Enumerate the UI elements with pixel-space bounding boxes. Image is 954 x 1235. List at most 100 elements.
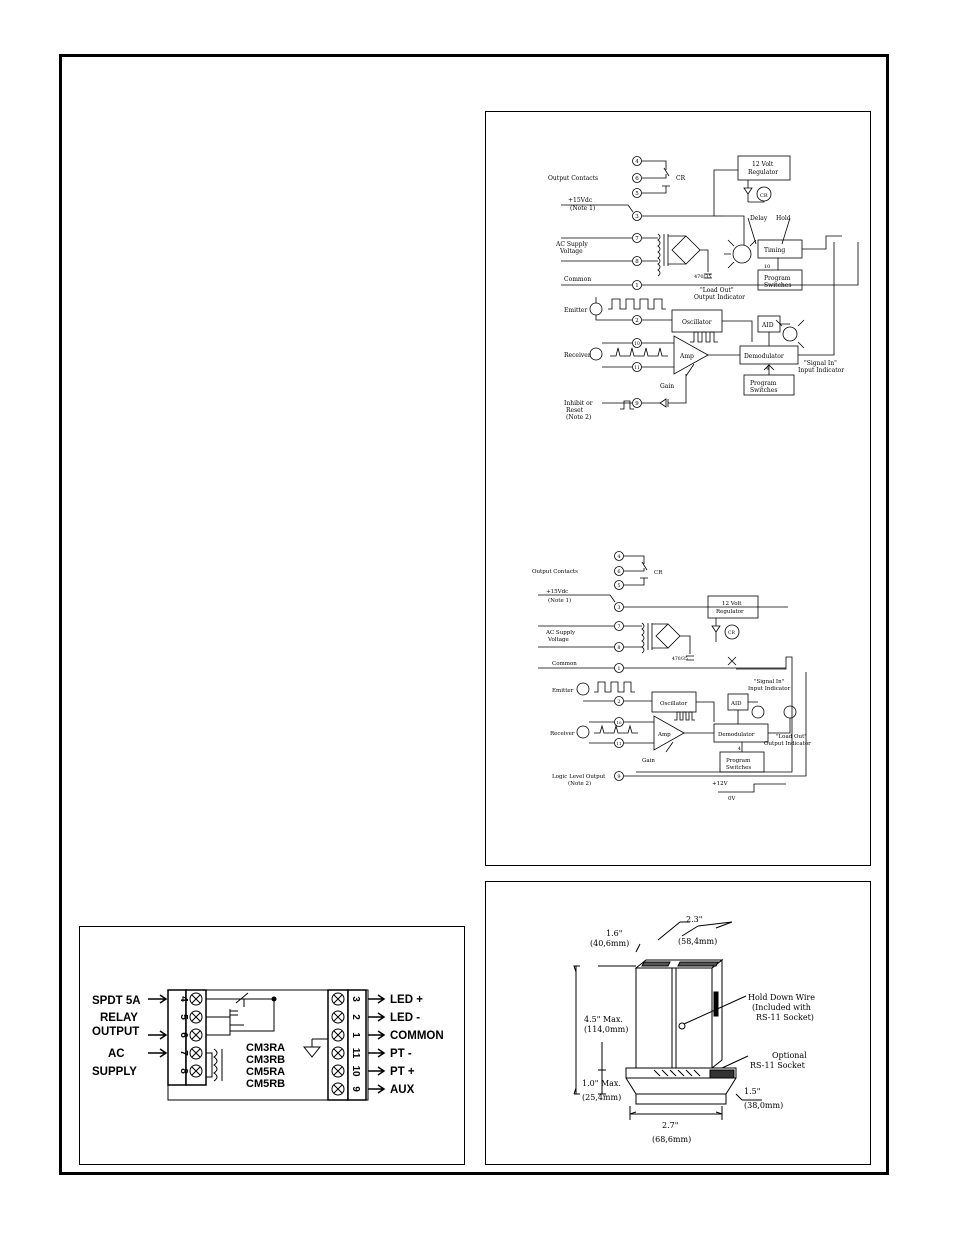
label-optional-socket: Optional bbox=[772, 1051, 807, 1060]
svg-text:Inhibit or: Inhibit or bbox=[564, 400, 593, 407]
svg-text:12 Volt: 12 Volt bbox=[752, 161, 774, 168]
svg-text:(114,0mm): (114,0mm) bbox=[584, 1025, 628, 1034]
svg-text:Switches: Switches bbox=[750, 387, 777, 394]
svg-text:Program: Program bbox=[764, 275, 791, 282]
dim-base-width: 2.7" bbox=[662, 1121, 678, 1130]
svg-text:4: 4 bbox=[635, 159, 639, 165]
label-relay: RELAY bbox=[100, 1012, 138, 1024]
svg-text:8: 8 bbox=[178, 1068, 189, 1074]
svg-text:1: 1 bbox=[635, 283, 639, 289]
svg-text:(Note 1): (Note 1) bbox=[570, 205, 595, 212]
svg-text:6: 6 bbox=[178, 1032, 189, 1038]
svg-text:Receiver: Receiver bbox=[564, 352, 591, 359]
label-supply: SUPPLY bbox=[92, 1066, 137, 1078]
svg-text:Emitter: Emitter bbox=[552, 688, 574, 694]
svg-text:(68,6mm): (68,6mm) bbox=[652, 1135, 691, 1144]
svg-text:(38,0mm): (38,0mm) bbox=[744, 1101, 783, 1110]
svg-text:4: 4 bbox=[617, 554, 620, 560]
svg-text:7: 7 bbox=[178, 1050, 189, 1056]
svg-text:+15Vdc: +15Vdc bbox=[568, 197, 593, 204]
svg-text:Emitter: Emitter bbox=[564, 307, 587, 314]
svg-text:(25,4mm): (25,4mm) bbox=[582, 1093, 621, 1102]
svg-text:9: 9 bbox=[635, 401, 639, 407]
svg-text:10: 10 bbox=[764, 264, 770, 270]
dim-socket-depth: 1.5" bbox=[744, 1087, 760, 1096]
svg-text:CR: CR bbox=[760, 193, 768, 199]
svg-text:AID: AID bbox=[730, 701, 742, 707]
label-led-minus: LED - bbox=[390, 1012, 420, 1024]
label-led-plus: LED + bbox=[390, 994, 423, 1006]
model-cm5ra: CM5RA bbox=[246, 1066, 285, 1078]
svg-text:"Signal In": "Signal In" bbox=[804, 360, 837, 367]
svg-text:Receiver: Receiver bbox=[550, 731, 575, 737]
label-aux: AUX bbox=[390, 1084, 415, 1096]
label-common: COMMON bbox=[390, 1030, 444, 1042]
svg-text:4: 4 bbox=[178, 996, 189, 1002]
svg-text:2: 2 bbox=[617, 699, 620, 705]
svg-text:(Note 1): (Note 1) bbox=[548, 597, 571, 604]
dim-height: 4.5" Max. bbox=[584, 1015, 623, 1024]
label-pt-minus: PT - bbox=[390, 1048, 412, 1060]
svg-text:Program: Program bbox=[750, 380, 777, 387]
svg-text:12 Volt: 12 Volt bbox=[722, 601, 742, 607]
svg-text:3: 3 bbox=[350, 996, 361, 1002]
svg-text:Output Indicator: Output Indicator bbox=[764, 741, 811, 747]
svg-text:Amp: Amp bbox=[679, 353, 694, 360]
svg-text:Timing: Timing bbox=[764, 247, 785, 254]
svg-text:10: 10 bbox=[350, 1065, 361, 1077]
svg-text:AC Supply: AC Supply bbox=[545, 630, 576, 636]
pin-4 bbox=[632, 156, 642, 166]
svg-text:1: 1 bbox=[350, 1032, 361, 1038]
svg-text:Switches: Switches bbox=[764, 282, 791, 289]
svg-text:Oscillator: Oscillator bbox=[682, 319, 712, 326]
svg-text:7: 7 bbox=[617, 624, 620, 630]
label-pt-plus: PT + bbox=[390, 1066, 415, 1078]
svg-text:(Note 2): (Note 2) bbox=[566, 414, 591, 421]
svg-text:9: 9 bbox=[617, 774, 620, 780]
svg-text:3: 3 bbox=[617, 605, 620, 611]
svg-text:RS-11 Socket): RS-11 Socket) bbox=[756, 1013, 814, 1022]
amp-triangle-2 bbox=[653, 715, 685, 751]
svg-text:Common: Common bbox=[564, 276, 591, 283]
page-border bbox=[59, 54, 889, 1175]
label-output: OUTPUT bbox=[92, 1026, 139, 1038]
svg-text:AC Supply: AC Supply bbox=[555, 241, 588, 248]
label-spdt: SPDT 5A bbox=[92, 995, 141, 1007]
svg-text:7: 7 bbox=[635, 236, 639, 242]
svg-text:6: 6 bbox=[635, 176, 639, 182]
svg-text:AID: AID bbox=[761, 322, 774, 329]
svg-text:470/35: 470/35 bbox=[672, 656, 688, 662]
svg-text:Reset: Reset bbox=[566, 407, 584, 414]
svg-text:Demodulator: Demodulator bbox=[744, 353, 784, 360]
svg-text:9: 9 bbox=[350, 1086, 361, 1092]
svg-text:11: 11 bbox=[616, 741, 621, 746]
block-diagrams: Output Contacts CR +15Vdc (Note 1) AC Su… bbox=[532, 155, 859, 802]
svg-text:Voltage: Voltage bbox=[559, 248, 583, 255]
svg-text:Gain: Gain bbox=[642, 758, 655, 764]
block-diagram-panel: Output Contacts CR +15Vdc (Note 1) AC Su… bbox=[485, 111, 871, 866]
svg-text:2: 2 bbox=[635, 318, 639, 324]
svg-text:11: 11 bbox=[350, 1048, 361, 1059]
svg-text:10: 10 bbox=[634, 341, 640, 347]
svg-text:Switches: Switches bbox=[726, 765, 751, 771]
svg-text:Demodulator: Demodulator bbox=[718, 732, 755, 738]
svg-text:5: 5 bbox=[178, 1014, 189, 1020]
svg-text:Hold: Hold bbox=[776, 215, 791, 222]
svg-text:2: 2 bbox=[350, 1014, 361, 1020]
svg-text:Common: Common bbox=[552, 661, 577, 667]
svg-text:(Note 2): (Note 2) bbox=[568, 780, 591, 787]
regulator-box-2 bbox=[707, 595, 759, 619]
svg-text:8: 8 bbox=[617, 645, 620, 651]
dimension-drawing: 1.6" (40,6mm) 2.3" (58,4mm) 4.5" Max. (1… bbox=[573, 915, 815, 1144]
dim-depth-top: 2.3" bbox=[686, 915, 702, 924]
dimensions-panel: 1.6" (40,6mm) 2.3" (58,4mm) 4.5" Max. (1… bbox=[485, 881, 871, 1165]
svg-text:Voltage: Voltage bbox=[547, 637, 569, 643]
wiring-panel: SPDT 5A RELAY OUTPUT AC SUPPLY LED + LED… bbox=[79, 926, 465, 1165]
svg-text:CR: CR bbox=[676, 175, 686, 182]
svg-text:Output Indicator: Output Indicator bbox=[694, 294, 745, 301]
svg-text:Delay: Delay bbox=[750, 215, 768, 222]
regulator-box bbox=[737, 155, 791, 181]
svg-text:6: 6 bbox=[617, 569, 620, 575]
svg-text:11: 11 bbox=[634, 365, 640, 371]
svg-text:CR: CR bbox=[728, 630, 735, 636]
